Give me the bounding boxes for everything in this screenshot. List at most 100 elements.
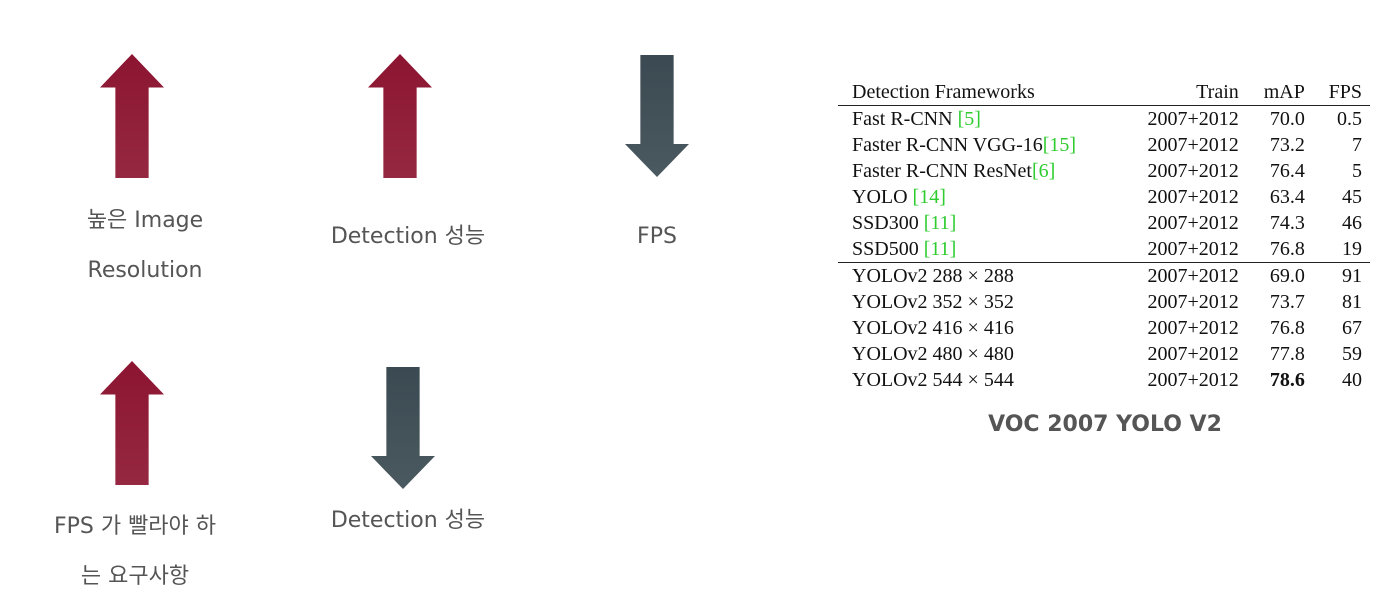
- table-header-row: Detection Frameworks Train mAP FPS: [838, 79, 1370, 106]
- cell-train: 2007+2012: [1147, 185, 1239, 208]
- indicator-label-line: FPS: [637, 224, 677, 249]
- indicator-label-line: Resolution: [87, 258, 203, 283]
- cell-fps: 67: [1342, 316, 1362, 339]
- citation-ref: [6]: [1031, 159, 1056, 182]
- table-row: YOLOv2 480 × 480 2007+2012 77.8 59: [838, 341, 1370, 367]
- cell-map: 78.6: [1269, 368, 1305, 391]
- cell-fps: 19: [1342, 237, 1362, 260]
- down-arrow-icon: [625, 55, 689, 177]
- cell-fps: 46: [1342, 211, 1362, 234]
- indicator-label-line: 는 요구사항: [80, 564, 190, 589]
- cell-map: 76.4: [1269, 159, 1305, 182]
- indicator-label-line: Detection 성능: [330, 224, 486, 249]
- cell-train: 2007+2012: [1147, 316, 1239, 339]
- arrow-shape: [371, 367, 435, 489]
- framework-name: Fast R-CNN: [852, 107, 958, 130]
- framework-name: YOLOv2 352 × 352: [852, 290, 1014, 313]
- table-row: SSD300 [11] 2007+2012 74.3 46: [838, 210, 1370, 236]
- header-train: Train: [1122, 79, 1247, 106]
- cell-map: 73.2: [1269, 133, 1305, 156]
- up-arrow-icon: [100, 361, 164, 485]
- cell-fps: 59: [1342, 342, 1362, 365]
- citation-ref: [11]: [923, 237, 957, 260]
- cell-fps: 81: [1342, 290, 1362, 313]
- header-framework: Detection Frameworks: [838, 79, 1123, 106]
- indicator-label: FPS: [595, 212, 719, 262]
- table-row: Fast R-CNN [5] 2007+2012 70.0 0.5: [838, 106, 1370, 133]
- cell-train: 2007+2012: [1147, 342, 1239, 365]
- table-row: SSD500 [11] 2007+2012 76.8 19: [838, 236, 1370, 263]
- arrow-shape: [368, 54, 432, 178]
- cell-framework: YOLOv2 352 × 352: [838, 289, 1123, 315]
- table-row: Faster R-CNN ResNet[6] 2007+2012 76.4 5: [838, 158, 1370, 184]
- cell-fps: 45: [1342, 185, 1362, 208]
- citation-ref: [11]: [923, 211, 957, 234]
- cell-train: 2007+2012: [1147, 211, 1239, 234]
- cell-map: 69.0: [1246, 262, 1313, 289]
- indicator-label: Detection 성능: [290, 212, 526, 262]
- cell-map: 76.8: [1269, 237, 1305, 260]
- cell-fps: 40: [1342, 368, 1362, 391]
- table-row: Faster R-CNN VGG-16[15] 2007+2012 73.2 7: [838, 132, 1370, 158]
- up-arrow-icon: [368, 54, 432, 178]
- cell-map: 63.4: [1269, 185, 1305, 208]
- cell-train: 2007+2012: [1147, 107, 1239, 130]
- framework-name: Faster R-CNN ResNet: [852, 159, 1032, 182]
- cell-map: 77.8: [1269, 342, 1305, 365]
- cell-train: 2007+2012: [1122, 262, 1247, 289]
- cell-framework: SSD500 [11]: [838, 236, 1123, 263]
- cell-map: 70.0: [1269, 107, 1305, 130]
- arrow-shape: [100, 361, 164, 485]
- table-row: YOLOv2 544 × 544 2007+2012 78.6 40: [838, 367, 1370, 393]
- cell-framework: YOLOv2 288 × 288: [838, 262, 1123, 289]
- framework-name: YOLOv2 416 × 416: [852, 316, 1014, 339]
- citation-ref: [5]: [957, 107, 981, 130]
- cell-framework: Faster R-CNN VGG-16[15]: [838, 132, 1123, 158]
- cell-train: 2007+2012: [1147, 237, 1239, 260]
- comparison-table: Detection Frameworks Train mAP FPS Fast …: [838, 79, 1370, 393]
- cell-framework: Faster R-CNN ResNet[6]: [838, 158, 1123, 184]
- cell-fps: 0.5: [1337, 107, 1362, 130]
- down-arrow-icon: [371, 367, 435, 489]
- header-map: mAP: [1246, 79, 1313, 106]
- table-caption: VOC 2007 YOLO V2: [988, 412, 1222, 437]
- cell-framework: YOLOv2 416 × 416: [838, 315, 1123, 341]
- framework-name: SSD300: [852, 211, 924, 234]
- indicator-label-line: Detection 성능: [330, 508, 486, 533]
- cell-framework: YOLOv2 480 × 480: [838, 341, 1123, 367]
- cell-fps: 7: [1352, 133, 1362, 156]
- cell-map: 76.8: [1269, 316, 1305, 339]
- cell-fps: 91: [1312, 262, 1370, 289]
- citation-ref: [14]: [912, 185, 946, 208]
- table-row: YOLO [14] 2007+2012 63.4 45: [838, 184, 1370, 210]
- indicator-label: Detection 성능: [290, 496, 526, 546]
- cell-train: 2007+2012: [1147, 159, 1239, 182]
- cell-map: 73.7: [1269, 290, 1305, 313]
- table-row: YOLOv2 352 × 352 2007+2012 73.7 81: [838, 289, 1370, 315]
- framework-name: YOLOv2 544 × 544: [852, 368, 1014, 391]
- header-fps: FPS: [1312, 79, 1370, 106]
- cell-fps: 5: [1352, 159, 1362, 182]
- framework-name: YOLOv2 480 × 480: [852, 342, 1014, 365]
- cell-framework: Fast R-CNN [5]: [838, 106, 1123, 133]
- cell-map: 74.3: [1269, 211, 1305, 234]
- citation-ref: [15]: [1042, 133, 1077, 156]
- arrow-shape: [100, 54, 164, 178]
- cell-framework: SSD300 [11]: [838, 210, 1123, 236]
- cell-train: 2007+2012: [1147, 368, 1239, 391]
- framework-name: SSD500: [852, 237, 924, 260]
- framework-name: Faster R-CNN VGG-16: [852, 133, 1043, 156]
- cell-train: 2007+2012: [1147, 290, 1239, 313]
- indicator-label-line: FPS 가 빨라야 하: [53, 514, 217, 539]
- cell-train: 2007+2012: [1147, 133, 1239, 156]
- framework-name: YOLO: [852, 185, 913, 208]
- cell-framework: YOLO [14]: [838, 184, 1123, 210]
- framework-name: YOLOv2 288 × 288: [852, 264, 1014, 287]
- cell-framework: YOLOv2 544 × 544: [838, 367, 1123, 393]
- arrow-shape: [625, 55, 689, 177]
- up-arrow-icon: [100, 54, 164, 178]
